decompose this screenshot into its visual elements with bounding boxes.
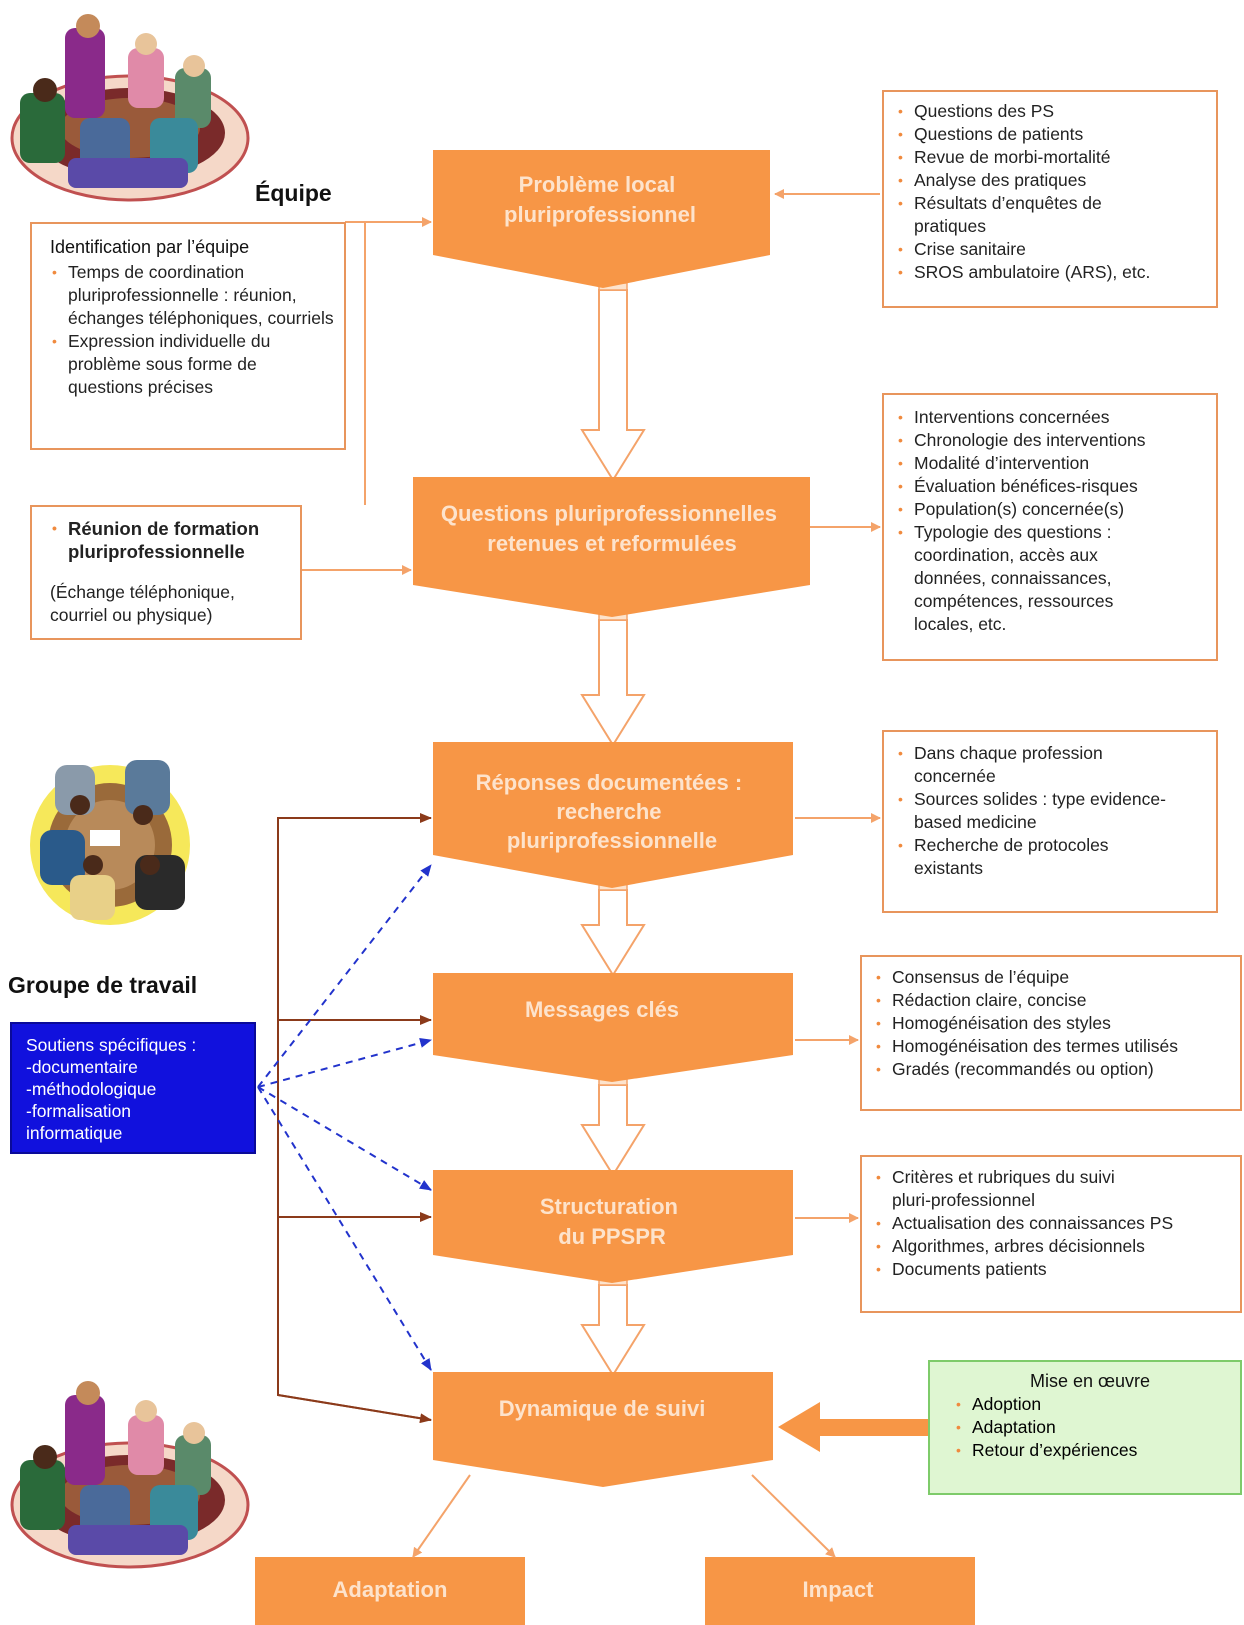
brown-bracket xyxy=(277,817,432,1421)
list-item: Modalité d’intervention xyxy=(896,452,1208,475)
support-dashed-arrow xyxy=(257,864,432,1088)
team-label: Équipe xyxy=(255,180,332,206)
list-item: Gradés (recommandés ou option) xyxy=(874,1058,1234,1081)
work-group-icon xyxy=(30,760,190,925)
flow-step-questions xyxy=(413,477,810,617)
list-item: Homogénéisation des styles xyxy=(874,1012,1234,1035)
list-item: Documents patients xyxy=(874,1258,1234,1281)
list-item: Réunion de formation pluriprofessionnell… xyxy=(50,517,290,563)
reunion-list: Réunion de formation pluriprofessionnell… xyxy=(50,517,290,563)
list-item: Résultats d’enquêtes de pratiques xyxy=(896,192,1208,238)
reunion-note: (Échange téléphonique, courriel ou physi… xyxy=(50,582,235,625)
list-item: Dans chaque profession concernée xyxy=(896,742,1208,788)
structuration-detail-box: Critères et rubriques du suivi pluri-pro… xyxy=(860,1155,1242,1313)
reponses-detail-list: Dans chaque profession concernée Sources… xyxy=(896,742,1208,880)
list-item: Crise sanitaire xyxy=(896,238,1208,261)
list-item: Retour d’expériences xyxy=(954,1439,1230,1462)
list-item: Homogénéisation des termes utilisés xyxy=(874,1035,1234,1058)
work-group-label: Groupe de travail xyxy=(8,972,198,998)
team-meeting-icon xyxy=(10,1381,250,1569)
flow-step-questions-label: Questions pluriprofessionnelles retenues… xyxy=(441,501,783,556)
list-item: Rédaction claire, concise xyxy=(874,989,1234,1012)
structuration-detail-list: Critères et rubriques du suivi pluri-pro… xyxy=(874,1166,1234,1281)
team-meeting-icon xyxy=(10,14,250,202)
reponses-detail-box: Dans chaque profession concernée Sources… xyxy=(882,730,1218,913)
list-item: Interventions concernées xyxy=(896,406,1208,429)
flow-step-probleme-label: Problème local pluriprofessionnel xyxy=(504,172,696,227)
flow-step-probleme xyxy=(433,150,770,288)
flow-step-structuration xyxy=(433,1170,793,1283)
questions-detail-list: Interventions concernées Chronologie des… xyxy=(896,406,1208,636)
reunion-box: Réunion de formation pluriprofessionnell… xyxy=(30,505,302,640)
list-item: Temps de coordination pluriprofessionnel… xyxy=(50,261,334,330)
flow-step-messages-label: Messages clés xyxy=(525,997,679,1022)
connector-arrow xyxy=(751,1474,836,1558)
flow-step-dynamique-label: Dynamique de suivi xyxy=(499,1396,706,1421)
brown-arrow xyxy=(277,1394,432,1424)
sources-box: Questions des PS Questions de patients R… xyxy=(882,90,1218,308)
mise-en-oeuvre-box: Mise en œuvre Adoption Adaptation Retour… xyxy=(928,1360,1242,1495)
flow-step-adaptation-label: Adaptation xyxy=(333,1577,448,1602)
flow-step-impact-label: Impact xyxy=(803,1577,875,1602)
support-dashed-arrow xyxy=(257,1038,432,1088)
list-item: Questions des PS xyxy=(896,100,1208,123)
list-item: Actualisation des connaissances PS xyxy=(874,1212,1234,1235)
flow-step-structuration-label: Structuration du PPSPR xyxy=(540,1194,684,1249)
mise-en-oeuvre-arrow xyxy=(778,1402,928,1452)
list-item: Évaluation bénéfices-risques xyxy=(896,475,1208,498)
list-item: Chronologie des interventions xyxy=(896,429,1208,452)
questions-detail-box: Interventions concernées Chronologie des… xyxy=(882,393,1218,661)
list-item: Sources solides : type evidence-based me… xyxy=(896,788,1208,834)
list-item: Consensus de l’équipe xyxy=(874,966,1234,989)
identification-heading: Identification par l’équipe xyxy=(50,237,250,257)
connector-arrow xyxy=(412,1474,471,1558)
list-item: Adaptation xyxy=(954,1416,1230,1439)
flow-step-impact xyxy=(705,1557,975,1625)
list-item: Population(s) concernée(s) xyxy=(896,498,1208,521)
flow-step-reponses xyxy=(433,742,793,888)
flow-step-reponses-label: Réponses documentées : recherche pluripr… xyxy=(476,770,749,853)
list-item: Recherche de protocoles existants xyxy=(896,834,1208,880)
list-item: Analyse des pratiques xyxy=(896,169,1208,192)
soutiens-line: informatique xyxy=(26,1123,123,1143)
flow-step-adaptation xyxy=(255,1557,525,1625)
list-item: Expression individuelle du problème sous… xyxy=(50,330,334,399)
flow-step-messages xyxy=(433,973,793,1082)
messages-detail-box: Consensus de l’équipe Rédaction claire, … xyxy=(860,955,1242,1111)
support-dashed-arrow xyxy=(257,1086,432,1191)
list-item: SROS ambulatoire (ARS), etc. xyxy=(896,261,1208,284)
identification-box: Identification par l’équipe Temps de coo… xyxy=(30,222,346,450)
flow-step-dynamique xyxy=(433,1372,773,1487)
soutiens-line: -documentaire xyxy=(26,1057,138,1077)
mise-en-oeuvre-heading: Mise en œuvre xyxy=(1029,1371,1151,1391)
soutiens-line: -méthodologique xyxy=(26,1079,157,1099)
identification-list: Temps de coordination pluriprofessionnel… xyxy=(50,261,334,399)
messages-detail-list: Consensus de l’équipe Rédaction claire, … xyxy=(874,966,1234,1081)
list-item: Algorithmes, arbres décisionnels xyxy=(874,1235,1234,1258)
list-item: Questions de patients xyxy=(896,123,1208,146)
soutiens-line: -formalisation xyxy=(26,1101,132,1121)
support-dashed-arrow xyxy=(257,1086,432,1371)
list-item: Adoption xyxy=(954,1393,1230,1416)
list-item: Revue de morbi-mortalité xyxy=(896,146,1208,169)
soutiens-box: Soutiens spécifiques : -documentaire -mé… xyxy=(10,1022,256,1154)
list-item: Typologie des questions : coordination, … xyxy=(896,521,1208,636)
hollow-arrow xyxy=(580,289,646,1377)
list-item: Critères et rubriques du suivi pluri-pro… xyxy=(874,1166,1234,1212)
sources-list: Questions des PS Questions de patients R… xyxy=(896,100,1208,284)
mise-en-oeuvre-list: Adoption Adaptation Retour d’expériences xyxy=(950,1393,1230,1462)
soutiens-line: Soutiens spécifiques : xyxy=(26,1035,197,1055)
